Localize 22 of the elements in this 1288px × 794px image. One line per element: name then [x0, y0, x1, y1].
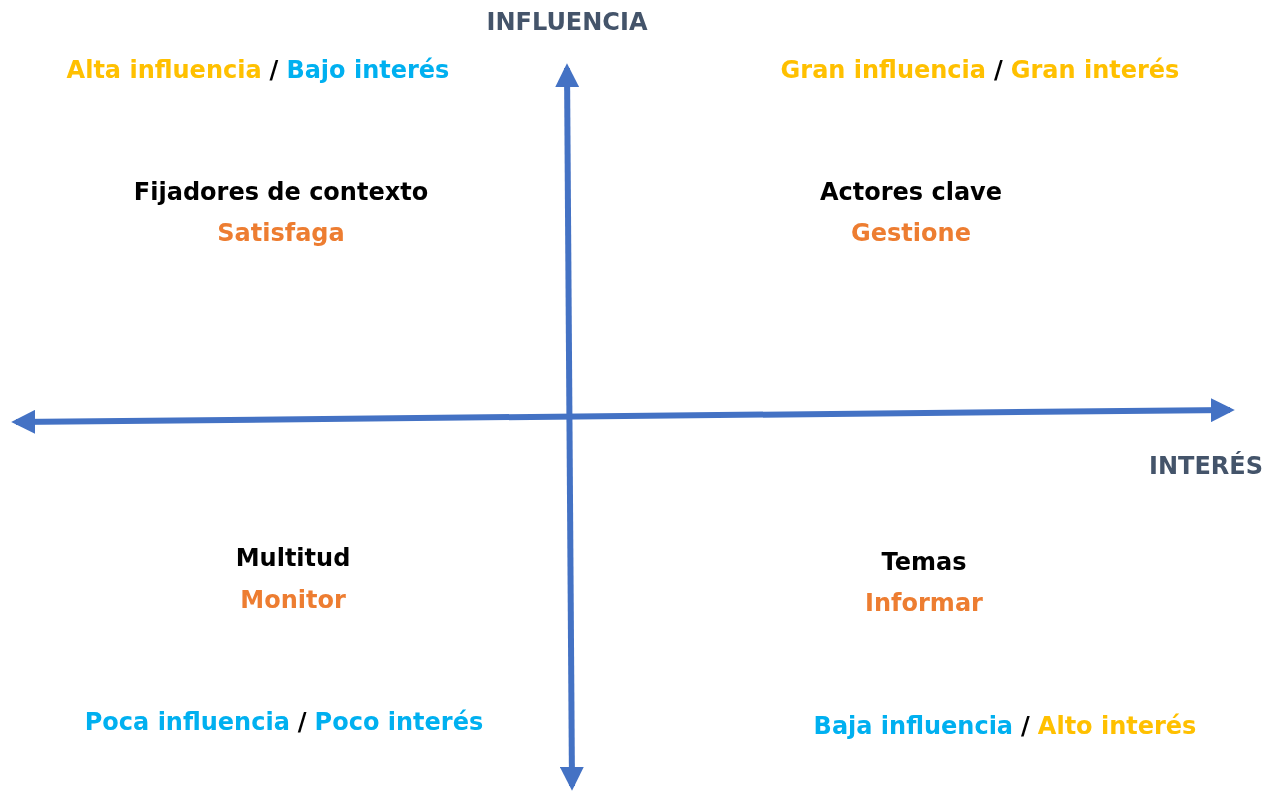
quadrant-action: Satisfaga — [217, 218, 345, 248]
quadrant-title: Actores clave — [819, 177, 1003, 207]
quadrant-criterion: Baja influencia — [813, 711, 1014, 741]
quadrant-criterion: Alta influencia — [66, 55, 262, 85]
quadrant-title: Fijadores de contexto — [133, 177, 429, 207]
quadrant-action: Informar — [865, 588, 983, 618]
axis-title: INTERÉS — [1149, 451, 1263, 481]
quadrant-criterion: Alto interés — [1037, 711, 1197, 741]
quadrant-action: Monitor — [240, 585, 346, 615]
quadrant-action: Gestione — [851, 218, 971, 248]
quadrant-criterion: Poca influencia — [84, 707, 290, 737]
quadrant-criterion: Gran influencia — [780, 55, 986, 85]
separator-slash: / — [269, 55, 279, 85]
quadrant-title: Multitud — [235, 543, 351, 573]
separator-slash: / — [1021, 711, 1030, 741]
separator-slash: / — [297, 707, 307, 737]
axis-title: INFLUENCIA — [486, 7, 648, 37]
quadrant-title: Temas — [881, 547, 967, 577]
separator-slash: / — [994, 55, 1003, 85]
quadrant-criterion: Gran interés — [1010, 55, 1180, 85]
quadrant-criterion: Bajo interés — [286, 55, 450, 85]
quadrant-criterion: Poco interés — [314, 707, 484, 737]
